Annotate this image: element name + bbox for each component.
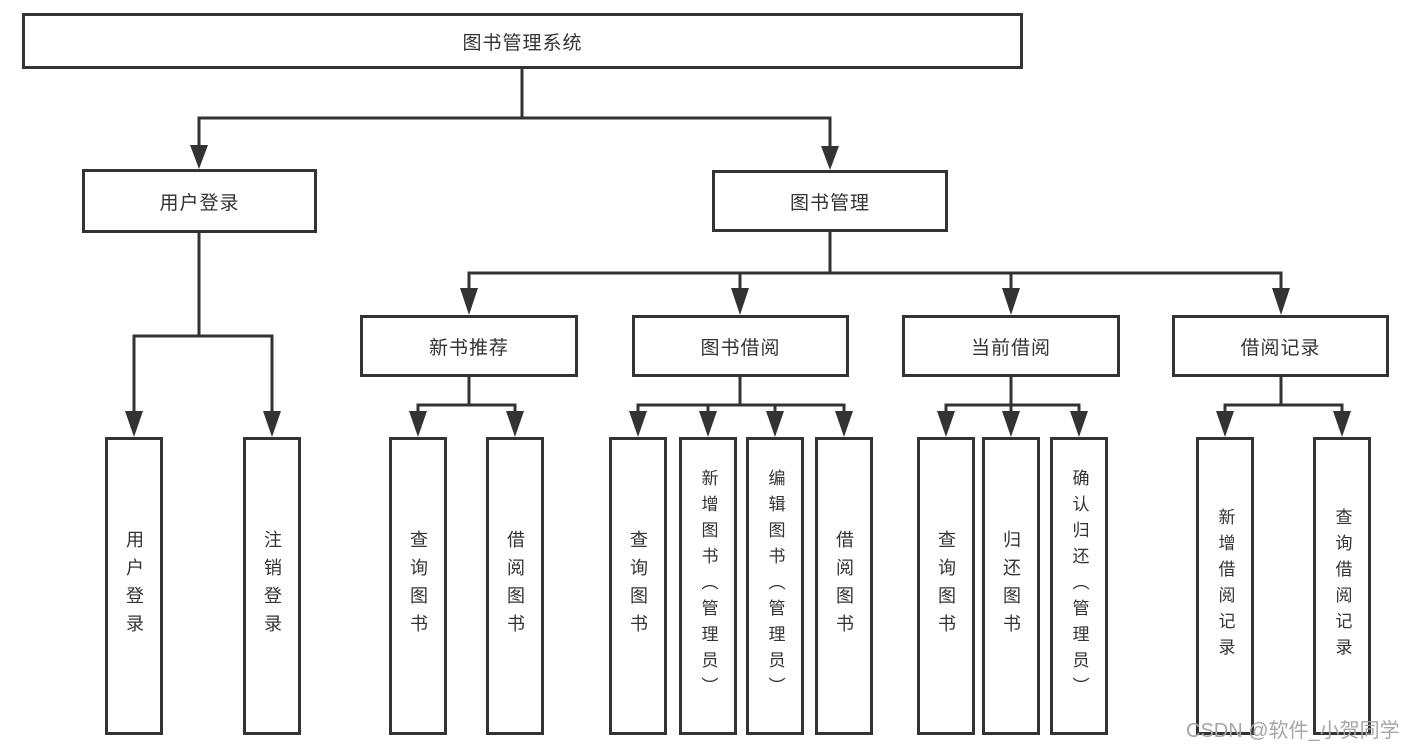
leaf-borrow-books: 借阅图书	[815, 437, 873, 735]
node-book-management: 图书管理	[712, 170, 948, 232]
node-new-book-recommendation: 新书推荐	[360, 315, 578, 377]
leaf-logout: 注销登录	[243, 437, 301, 735]
leaf-add-books-admin: 新增图书（管理员）	[679, 437, 737, 735]
leaf-recommend-query-books: 查询图书	[389, 437, 447, 735]
node-book-borrowing: 图书借阅	[632, 315, 849, 377]
leaf-user-login: 用户登录	[105, 437, 163, 735]
leaf-query-borrow-record: 查询借阅记录	[1313, 437, 1371, 735]
leaf-add-borrow-record: 新增借阅记录	[1196, 437, 1254, 735]
leaf-recommend-borrow-books: 借阅图书	[486, 437, 544, 735]
node-user-login: 用户登录	[82, 169, 317, 233]
node-library-management-system: 图书管理系统	[22, 13, 1023, 69]
leaf-borrow-query-books: 查询图书	[609, 437, 667, 735]
leaf-confirm-return-admin: 确认归还（管理员）	[1050, 437, 1108, 735]
leaf-edit-books-admin: 编辑图书（管理员）	[746, 437, 804, 735]
csdn-watermark: CSDN @软件_小贺同学	[1186, 720, 1400, 742]
node-borrowing-records: 借阅记录	[1172, 315, 1389, 377]
leaf-return-books: 归还图书	[982, 437, 1040, 735]
node-current-borrowing: 当前借阅	[902, 315, 1120, 377]
leaf-current-query-books: 查询图书	[917, 437, 975, 735]
